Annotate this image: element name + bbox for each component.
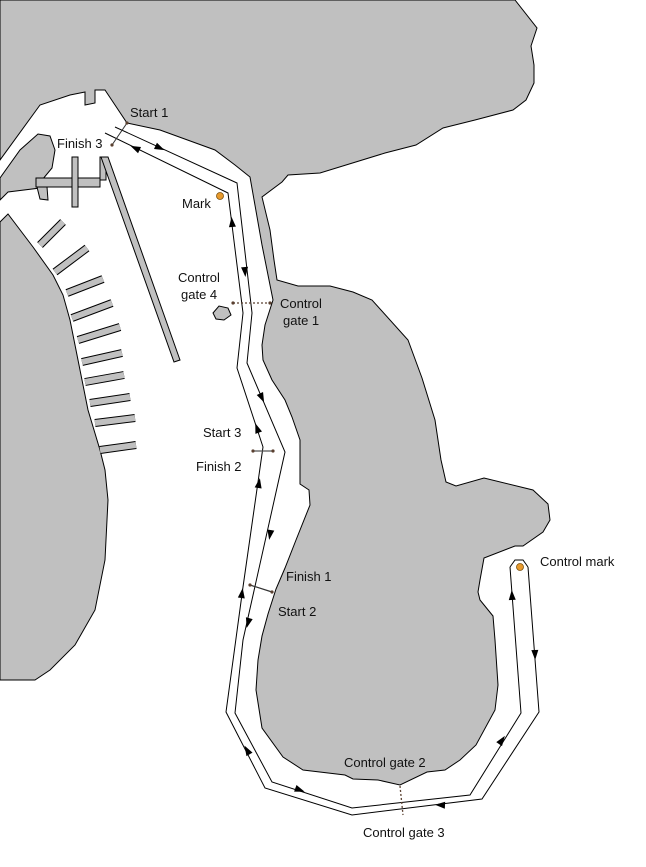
label-finish-1: Finish 1	[286, 569, 332, 584]
label-finish-3: Finish 3	[57, 136, 103, 151]
control-mark-turn	[509, 559, 529, 568]
label-control-gate-4-1: Control	[178, 270, 220, 285]
finish-1-start-2-line	[248, 583, 274, 594]
finger-pier	[77, 324, 121, 343]
arrow-icon	[267, 529, 275, 540]
arrow-icon	[254, 478, 262, 489]
course-line-outer	[114, 126, 522, 809]
label-start-1: Start 1	[130, 105, 168, 120]
arrow-icon	[256, 391, 265, 403]
arrow-icon	[496, 735, 505, 747]
finger-pier	[70, 300, 114, 321]
land-west-shore	[0, 213, 109, 681]
label-mark: Mark	[182, 196, 211, 211]
arrow-icon	[531, 649, 539, 660]
land-island	[0, 133, 56, 201]
mark-buoy	[216, 192, 224, 200]
arrow-icon	[237, 588, 245, 599]
arrow-icon	[228, 217, 236, 228]
label-start-3: Start 3	[203, 425, 241, 440]
finger-pier	[99, 442, 137, 453]
label-control-gate-3: Control gate 3	[363, 825, 445, 840]
label-start-2: Start 2	[278, 604, 316, 619]
control-gate-1-4	[231, 301, 272, 305]
course-line-inner	[104, 132, 540, 816]
label-finish-2: Finish 2	[196, 459, 242, 474]
finger-pier	[65, 276, 105, 296]
label-control-gate-2: Control gate 2	[344, 755, 426, 770]
label-control-gate-4-2: gate 4	[181, 287, 217, 302]
arrow-icon	[130, 145, 142, 154]
arrow-icon	[244, 745, 253, 757]
finger-pier	[37, 219, 66, 248]
arrow-icon	[294, 785, 305, 792]
rock	[212, 305, 232, 321]
start-3-finish-2-line	[251, 449, 275, 453]
finger-pier	[53, 245, 89, 275]
pier-t-vertical	[71, 156, 79, 208]
arrow-icon	[435, 801, 446, 809]
land-main	[0, 0, 551, 786]
arrow-icon	[241, 266, 249, 277]
arrow-icon	[245, 617, 253, 628]
finger-pier	[94, 415, 136, 426]
label-control-mark: Control mark	[540, 554, 615, 569]
course-arrows	[130, 142, 539, 809]
start-1-finish-3-line	[110, 121, 129, 147]
label-control-gate-1-2: gate 1	[283, 313, 319, 328]
pier-t-horizontal	[35, 177, 101, 188]
finger-pier	[89, 394, 131, 406]
pier-long-breakwater	[100, 156, 181, 363]
label-control-gate-1-1: Control	[280, 296, 322, 311]
finger-pier	[84, 372, 125, 385]
control-gate-3	[399, 785, 404, 816]
pier-small	[36, 186, 49, 201]
control-mark-buoy	[516, 563, 524, 571]
arrow-icon	[255, 423, 262, 434]
arrow-icon	[508, 590, 516, 601]
finger-piers	[37, 219, 137, 454]
finger-pier	[81, 350, 123, 365]
arrow-icon	[153, 142, 165, 151]
